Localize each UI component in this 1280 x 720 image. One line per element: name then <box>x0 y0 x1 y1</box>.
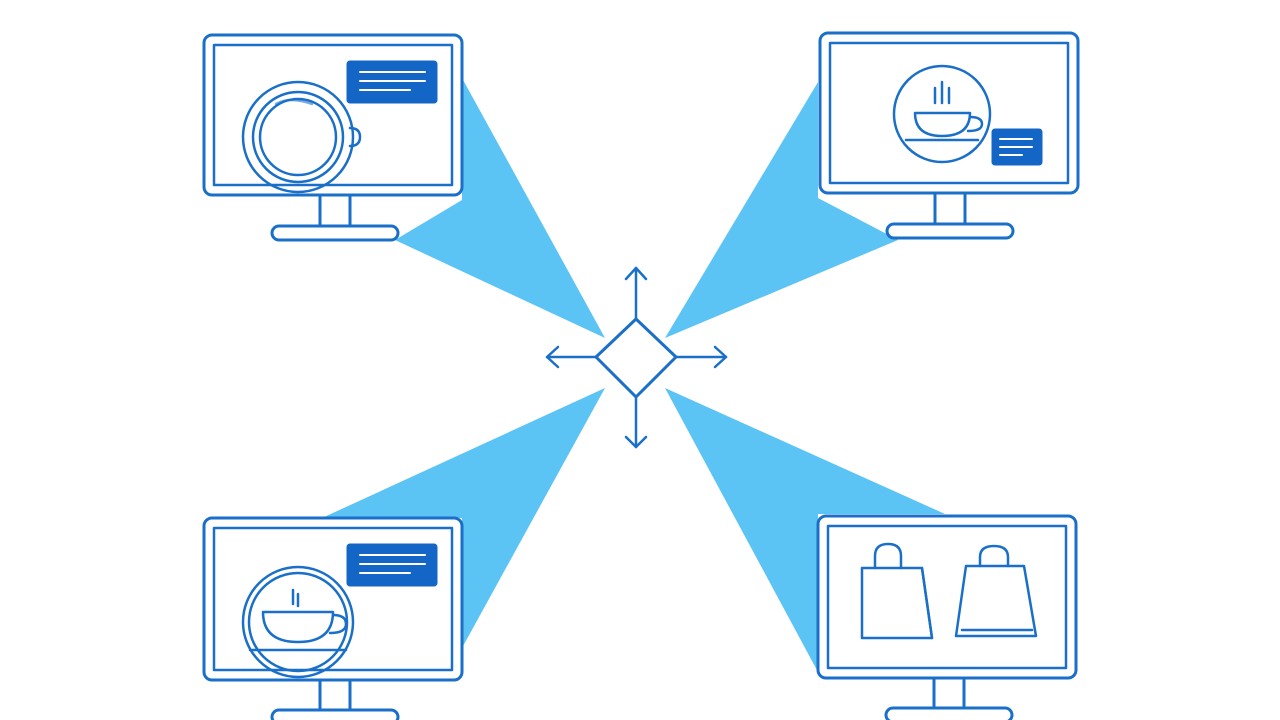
arrow-left-icon <box>545 345 598 369</box>
monitor-neck <box>932 676 966 710</box>
monitor-base <box>884 706 1014 720</box>
arrow-up-icon <box>624 266 648 321</box>
arrow-down-icon <box>624 395 648 449</box>
central-hub <box>545 266 728 449</box>
monitor-neck <box>318 678 352 712</box>
beam-top-right <box>665 82 898 338</box>
monitor-top-left <box>202 33 464 242</box>
monitor-bezel <box>816 514 1078 680</box>
monitor-base <box>270 224 400 242</box>
monitor-bottom-left <box>202 516 464 720</box>
beam-top-left <box>395 78 605 338</box>
coffee-cup-top-view-icon <box>241 80 362 194</box>
monitor-screen <box>826 524 1068 670</box>
monitor-screen <box>212 43 454 187</box>
monitor-base <box>270 708 400 720</box>
beams <box>322 78 945 672</box>
label-card-icon <box>991 128 1043 166</box>
monitor-top-right <box>818 31 1080 240</box>
monitor-screen <box>212 526 454 672</box>
shopping-bag-icon <box>954 544 1038 638</box>
beam-bottom-right <box>665 388 945 672</box>
label-card-icon <box>346 543 438 587</box>
monitor-bottom-right <box>816 514 1078 720</box>
monitor-neck <box>933 191 967 226</box>
label-card-icon <box>346 60 438 104</box>
hub-diamond-icon <box>594 317 678 399</box>
coffee-cup-steam-icon <box>892 64 992 164</box>
shopping-bag-icon <box>860 542 934 640</box>
beam-bottom-left <box>322 388 605 648</box>
monitor-screen <box>828 41 1070 185</box>
monitor-base <box>885 222 1015 240</box>
coffee-cup-steam-icon <box>241 565 355 679</box>
arrow-right-icon <box>674 345 728 369</box>
monitor-neck <box>318 193 352 228</box>
monitor-bezel <box>202 33 464 197</box>
